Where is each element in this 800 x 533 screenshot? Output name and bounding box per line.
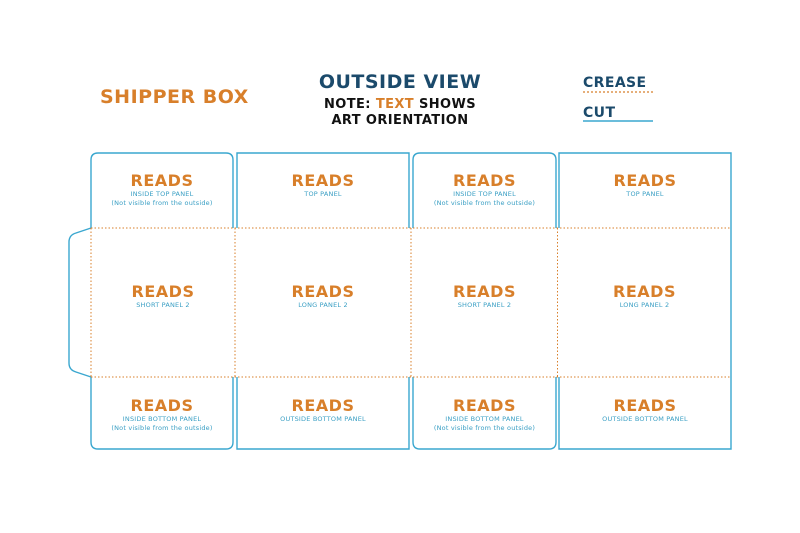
note-line-1: NOTE: TEXT SHOWS	[290, 97, 510, 113]
cut-top-flap-1	[90, 152, 234, 228]
orientation-note: NOTE: TEXT SHOWS ART ORIENTATION	[290, 97, 510, 129]
diagram-title: SHIPPER BOX	[100, 86, 249, 108]
legend-crease-label: CREASE	[583, 75, 647, 91]
cut-bottom-flap-3	[412, 377, 557, 450]
note-accent: TEXT	[375, 97, 415, 112]
cut-top-flap-4-and-right-edge	[558, 152, 732, 377]
cut-top-flap-2	[236, 152, 410, 228]
cut-bottom-flap-4	[558, 377, 732, 450]
view-title: OUTSIDE VIEW	[318, 71, 482, 93]
crease-lines	[90, 227, 731, 378]
note-prefix: NOTE:	[324, 97, 376, 112]
legend-cut-label: CUT	[583, 105, 616, 121]
cut-top-flap-3	[412, 152, 557, 228]
cut-bottom-flap-1	[90, 377, 234, 450]
cut-lines	[68, 152, 732, 450]
note-line-2: ART ORIENTATION	[331, 113, 469, 128]
note-suffix: SHOWS	[414, 97, 476, 112]
cut-glue-tab	[68, 227, 92, 378]
cut-bottom-flap-2	[236, 377, 410, 450]
